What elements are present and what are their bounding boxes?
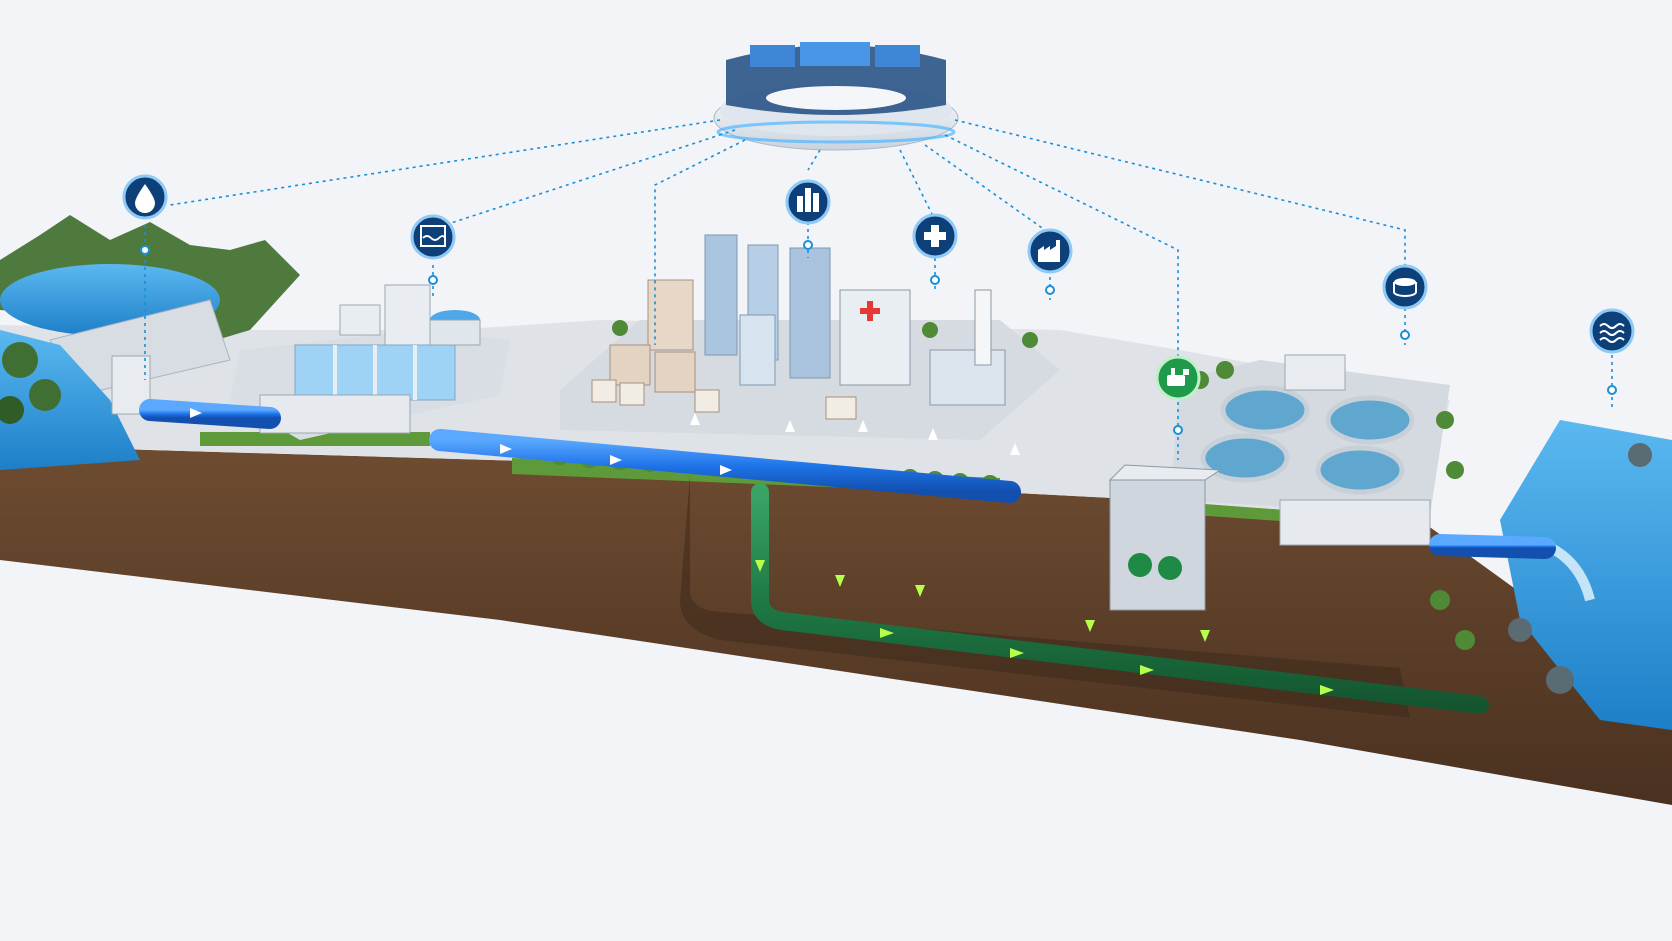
clean-water-pipes	[139, 393, 1556, 559]
control-center	[713, 42, 959, 151]
underground-trench	[680, 475, 1410, 718]
river-right	[1500, 420, 1672, 730]
medical-cross-icon[interactable]	[912, 213, 958, 259]
pump-icon[interactable]	[1155, 355, 1201, 401]
main-supply-pipe	[429, 429, 1021, 503]
factory-chimney	[974, 289, 992, 366]
tower	[789, 247, 831, 379]
grass-strip	[200, 432, 430, 446]
house	[619, 382, 645, 406]
clean-flow-arrows	[190, 408, 1020, 475]
main-supply-pipe	[139, 399, 281, 429]
water-drop-icon[interactable]	[122, 174, 168, 220]
link-nodes	[140, 240, 1617, 435]
outfall-pipe	[1429, 534, 1556, 559]
pump-station	[1108, 464, 1222, 611]
clarifier-tank	[1315, 445, 1405, 495]
hospital-building	[839, 289, 911, 386]
sedimentation-tank-icon[interactable]	[1382, 264, 1428, 310]
building	[609, 344, 651, 386]
reservoir-area	[0, 215, 300, 470]
water-treatment-icon[interactable]	[410, 214, 456, 260]
house	[694, 389, 720, 413]
water-treatment-plant	[230, 284, 510, 440]
network-links	[144, 119, 1613, 460]
clarifier-tank	[1200, 433, 1290, 483]
clarifier-tank	[1325, 395, 1415, 445]
wastewater-treatment-plant	[1170, 354, 1475, 650]
water-waves-icon[interactable]	[1589, 308, 1635, 354]
clarifier-tank	[1220, 385, 1310, 435]
factory-building	[929, 349, 1006, 406]
tower	[704, 234, 738, 356]
building	[654, 351, 696, 393]
city-buildings-icon[interactable]	[785, 179, 831, 225]
tower	[739, 314, 776, 386]
tower	[647, 279, 694, 351]
waste-flow-arrows	[755, 560, 1334, 695]
house	[591, 379, 617, 403]
factory-icon[interactable]	[1027, 228, 1073, 274]
